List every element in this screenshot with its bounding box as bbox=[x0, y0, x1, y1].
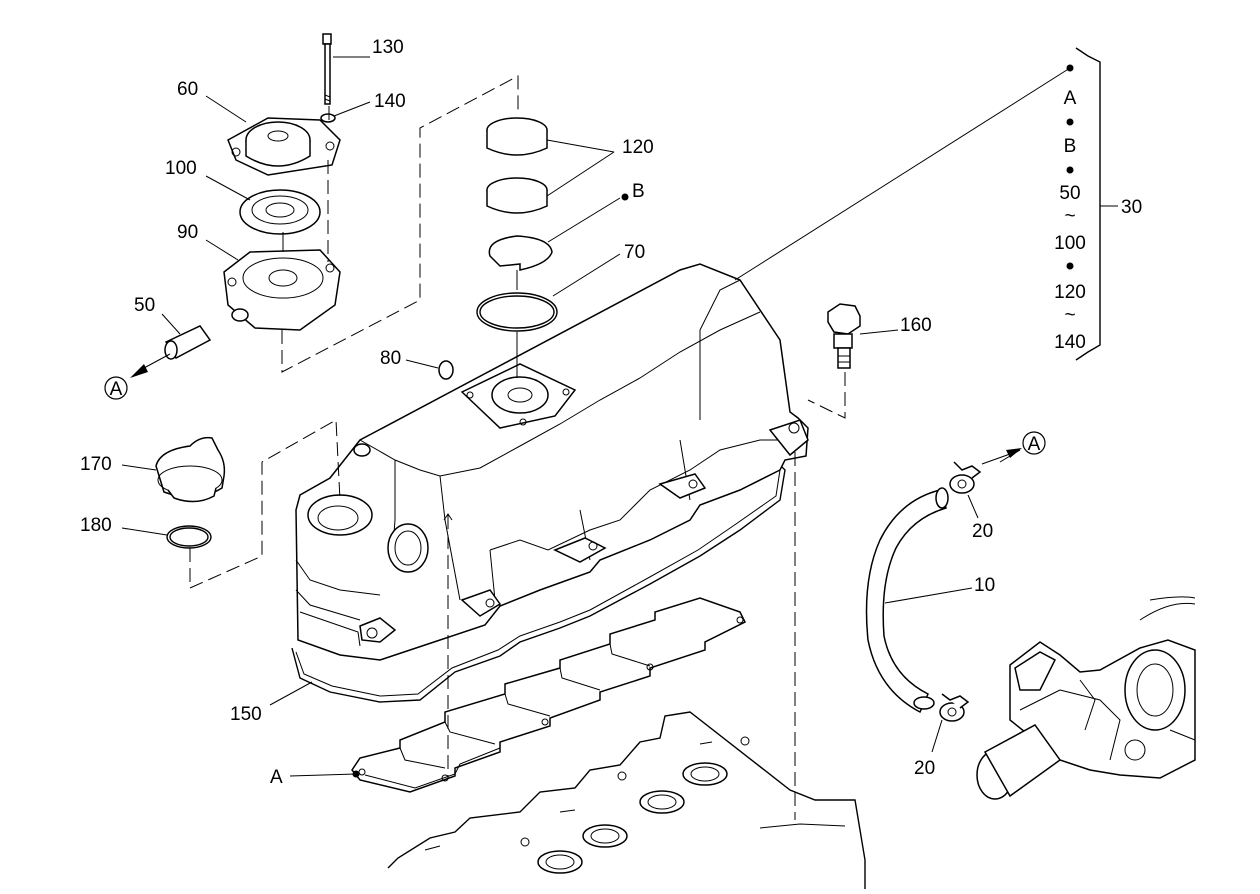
plug-80 bbox=[438, 360, 454, 380]
cover-gasket bbox=[291, 464, 786, 703]
guide-bolt-160 bbox=[807, 372, 846, 419]
kit-range2-sep: ~ bbox=[1064, 305, 1075, 326]
callout-30: 30 bbox=[1121, 197, 1142, 218]
callout-180: 180 bbox=[80, 515, 112, 536]
kit-range2-to: 140 bbox=[1054, 332, 1086, 353]
callout-20-top: 20 bbox=[972, 521, 993, 542]
callout-120: 120 bbox=[622, 137, 654, 158]
kit-bracket bbox=[1075, 47, 1101, 361]
kit-range2-from: 120 bbox=[1054, 282, 1086, 303]
cover-gasket-inner bbox=[295, 469, 781, 697]
kit-range1-to: 100 bbox=[1054, 233, 1086, 254]
callout-130: 130 bbox=[372, 37, 404, 58]
hose-clamp-bottom bbox=[939, 693, 970, 722]
callout-90: 90 bbox=[177, 222, 198, 243]
callout-100: 100 bbox=[165, 158, 197, 179]
turbocharger bbox=[976, 596, 1196, 800]
breather-hose bbox=[865, 487, 949, 714]
circle-ref-a-right: A bbox=[1022, 431, 1046, 455]
kit-range1-from: 50 bbox=[1059, 183, 1080, 204]
callout-160: 160 bbox=[900, 315, 932, 336]
callout-50: 50 bbox=[134, 295, 155, 316]
bolt-160 bbox=[827, 303, 861, 369]
callout-140: 140 bbox=[374, 91, 406, 112]
callout-10: 10 bbox=[974, 575, 995, 596]
filter-elements bbox=[476, 117, 558, 378]
callout-20-bottom: 20 bbox=[914, 758, 935, 779]
circle-ref-a-left: A bbox=[104, 376, 128, 400]
callout-60: 60 bbox=[177, 79, 198, 100]
arrow-to-a-right bbox=[1006, 448, 1022, 458]
callout-150: 150 bbox=[230, 704, 262, 725]
guide-box-left bbox=[189, 419, 341, 589]
callout-80: 80 bbox=[380, 348, 401, 369]
callout-a-left: A bbox=[270, 767, 283, 788]
kit-item-a: A bbox=[1064, 88, 1077, 109]
guide-box-top bbox=[281, 75, 519, 373]
rocker-cover bbox=[295, 263, 809, 661]
cylinder-head-block bbox=[387, 711, 866, 889]
hose-clamp-top bbox=[949, 461, 982, 494]
callout-170: 170 bbox=[80, 454, 112, 475]
baffle-plate bbox=[351, 597, 747, 793]
kit-range1-sep: ~ bbox=[1064, 206, 1075, 227]
breather-assembly bbox=[164, 33, 341, 360]
callout-70: 70 bbox=[624, 242, 645, 263]
circle-ref-a-right-label: A bbox=[1028, 434, 1041, 455]
leader-lines bbox=[121, 56, 1118, 777]
arrow-to-a-left bbox=[130, 364, 148, 378]
circle-ref-a-left-label: A bbox=[110, 379, 123, 400]
kit-item-b: B bbox=[1064, 136, 1077, 157]
callout-b: B bbox=[632, 181, 645, 202]
oil-filler-cap bbox=[155, 436, 226, 549]
